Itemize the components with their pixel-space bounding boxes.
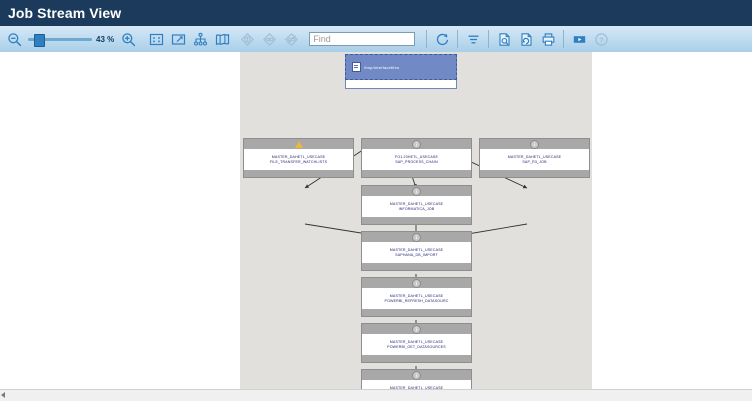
node-header: i xyxy=(361,323,472,334)
diagram-root-node[interactable]: /tmp/interfacefiles xyxy=(345,54,457,89)
node-label-line2: INFORMATICA_JOB xyxy=(398,206,435,211)
title-bar: Job Stream View xyxy=(0,0,752,26)
toolbar-divider-2 xyxy=(457,30,459,48)
svg-text:?: ? xyxy=(599,35,604,44)
diagram-canvas[interactable]: /tmp/interfacefiles MASTER_DAHETL_USECAS… xyxy=(0,52,752,389)
diagram-node[interactable]: i MASTER_DAHETL_USECASE SAPHANA_DB_IMPOR… xyxy=(361,231,472,271)
show-dependencies-icon[interactable] xyxy=(236,28,258,50)
node-header: i xyxy=(361,277,472,288)
print-icon[interactable] xyxy=(537,28,559,50)
diagram-node[interactable]: i MASTER_DAHETL_USECASE WORKDAY_BUDGETFC… xyxy=(361,369,472,389)
list-view-icon[interactable] xyxy=(462,28,484,50)
node-label-line1: MASTER_DAHETL_USECASE xyxy=(389,339,444,344)
node-body: MASTER_DAHETL_USECASE WORKDAY_BUDGETFCST… xyxy=(361,380,472,389)
node-label-line1: FO1.20HETL_USECASE xyxy=(394,154,439,159)
node-label-line2: SAP_PROCESS_CHAIN xyxy=(395,159,438,164)
info-icon: i xyxy=(412,186,421,196)
diagram-node[interactable]: i MASTER_DAHETL_USECASE SAP_R3_JOB xyxy=(479,138,590,178)
scroll-left-arrow-icon[interactable] xyxy=(1,392,5,398)
zoom-slider-track xyxy=(28,38,92,41)
diagram-node[interactable]: i FO1.20HETL_USECASE SAP_PROCESS_CHAIN xyxy=(361,138,472,178)
node-body: MASTER_DAHETL_USECASE POWERBI_REFRESH_DA… xyxy=(361,288,472,309)
toolbar-divider-3 xyxy=(488,30,490,48)
node-footer xyxy=(361,217,472,225)
node-label-line2: SAP_R3_JOB xyxy=(522,159,547,164)
node-label-line2: FILE_TRANSFER_WATCHLISTS xyxy=(269,159,328,164)
horizontal-scrollbar[interactable] xyxy=(0,389,752,401)
zoom-level-label: 43 % xyxy=(96,34,115,44)
node-label-line2: SAPHANA_DB_IMPORT xyxy=(395,252,438,257)
fit-to-width-icon[interactable] xyxy=(167,28,189,50)
page-title: Job Stream View xyxy=(8,5,122,21)
node-header: i xyxy=(361,231,472,242)
run-icon[interactable] xyxy=(568,28,590,50)
diagram-node[interactable]: MASTER_DAHETL_USECASE FILE_TRANSFER_WATC… xyxy=(243,138,354,178)
toolbar-divider-4 xyxy=(563,30,565,48)
zoom-slider[interactable] xyxy=(28,32,92,47)
root-node-label: /tmp/interfacefiles xyxy=(364,64,400,70)
node-label-line1: MASTER_DAHETL_USECASE xyxy=(507,154,562,159)
export-document-icon[interactable] xyxy=(493,28,515,50)
warning-icon xyxy=(294,140,303,148)
import-document-icon[interactable] xyxy=(515,28,537,50)
node-body: MASTER_DAHETL_USECASE FILE_TRANSFER_WATC… xyxy=(243,149,354,170)
node-label-line2: POWERBI_REFRESH_DATASOURC xyxy=(384,298,449,303)
toolbar: 43 % xyxy=(0,26,752,53)
node-body: MASTER_DAHETL_USECASE INFORMATICA_JOB xyxy=(361,196,472,217)
node-body: MASTER_DAHETL_USECASE POWERBI_GET_DATASO… xyxy=(361,334,472,355)
node-body: MASTER_DAHETL_USECASE SAPHANA_DB_IMPORT xyxy=(361,242,472,263)
diagram-node[interactable]: i MASTER_DAHETL_USECASE POWERBI_GET_DATA… xyxy=(361,323,472,363)
node-header: i xyxy=(361,369,472,380)
highlight-related-icon[interactable] xyxy=(258,28,280,50)
node-label-line1: MASTER_DAHETL_USECASE xyxy=(389,385,444,390)
root-node-body xyxy=(345,80,457,89)
node-footer xyxy=(479,170,590,178)
info-icon: i xyxy=(412,139,421,149)
node-footer xyxy=(361,170,472,178)
fit-to-page-icon[interactable] xyxy=(145,28,167,50)
toolbar-divider xyxy=(426,30,428,48)
hierarchy-layout-icon[interactable] xyxy=(189,28,211,50)
node-footer xyxy=(361,355,472,363)
diagram-node[interactable]: i MASTER_DAHETL_USECASE POWERBI_REFRESH_… xyxy=(361,277,472,317)
node-header xyxy=(243,138,354,149)
node-header: i xyxy=(361,138,472,149)
node-label-line1: MASTER_DAHETL_USECASE xyxy=(389,293,444,298)
zoom-out-icon[interactable] xyxy=(3,28,25,50)
refresh-icon[interactable] xyxy=(431,28,453,50)
node-footer xyxy=(361,309,472,317)
clear-highlight-icon[interactable] xyxy=(280,28,302,50)
node-header: i xyxy=(361,185,472,196)
diagram-node[interactable]: i MASTER_DAHETL_USECASE INFORMATICA_JOB xyxy=(361,185,472,225)
node-body: FO1.20HETL_USECASE SAP_PROCESS_CHAIN xyxy=(361,149,472,170)
overview-map-icon[interactable] xyxy=(211,28,233,50)
node-label-line1: MASTER_DAHETL_USECASE xyxy=(271,154,326,159)
node-footer xyxy=(243,170,354,178)
info-icon: i xyxy=(412,324,421,334)
node-label-line2: POWERBI_GET_DATASOURCES xyxy=(387,344,446,349)
node-footer xyxy=(361,263,472,271)
node-label-line1: MASTER_DAHETL_USECASE xyxy=(389,247,444,252)
help-icon[interactable]: ? xyxy=(590,28,612,50)
zoom-slider-thumb[interactable] xyxy=(34,34,45,47)
info-icon: i xyxy=(412,370,421,380)
node-label-line1: MASTER_DAHETL_USECASE xyxy=(389,201,444,206)
zoom-in-icon[interactable] xyxy=(117,28,139,50)
info-icon: i xyxy=(412,232,421,242)
node-body: MASTER_DAHETL_USECASE SAP_R3_JOB xyxy=(479,149,590,170)
node-header: i xyxy=(479,138,590,149)
file-icon xyxy=(352,62,361,72)
root-node-header: /tmp/interfacefiles xyxy=(345,54,457,80)
info-icon: i xyxy=(412,278,421,288)
info-icon: i xyxy=(530,139,539,149)
search-input[interactable] xyxy=(309,32,416,46)
